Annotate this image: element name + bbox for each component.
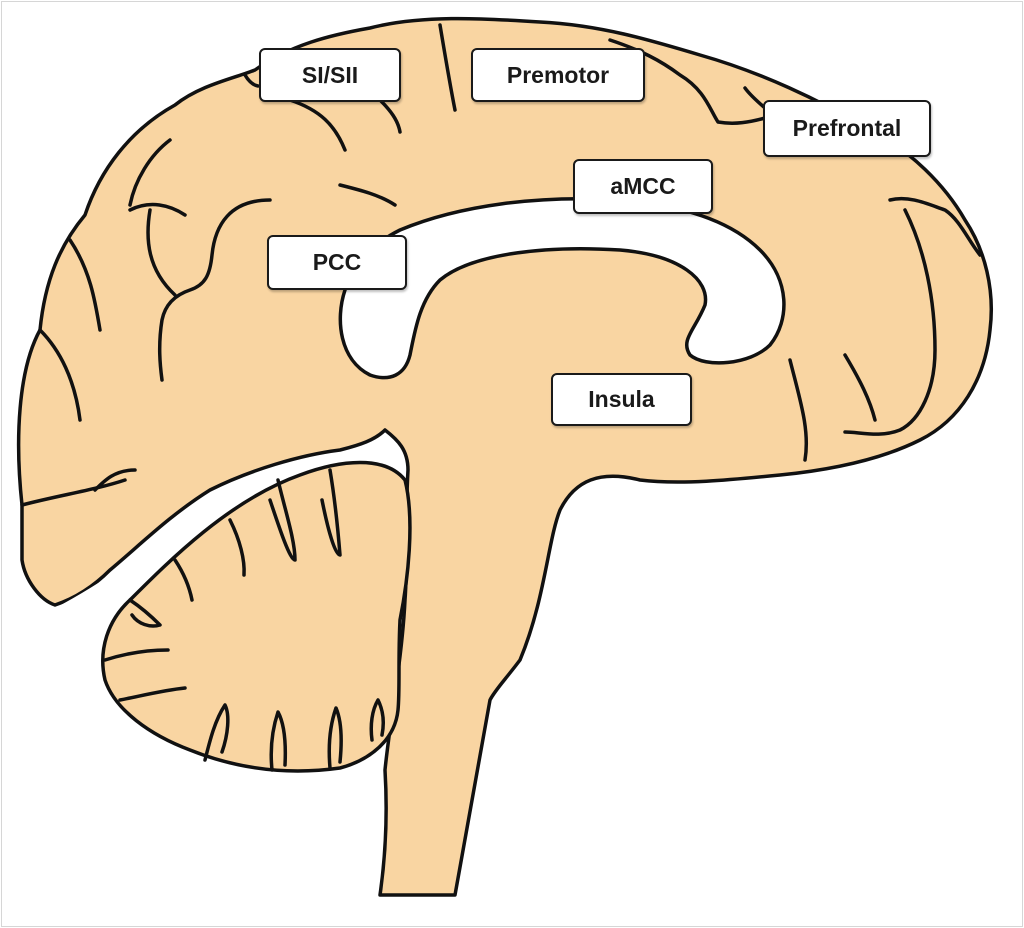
label-insula: Insula [551, 373, 692, 426]
label-pcc: PCC [267, 235, 407, 290]
label-premotor: Premotor [471, 48, 645, 102]
label-amcc: aMCC [573, 159, 713, 214]
tentorium-gap [55, 453, 406, 608]
label-si-sii: SI/SII [259, 48, 401, 102]
corpus-callosum [338, 197, 786, 380]
label-prefrontal: Prefrontal [763, 100, 931, 157]
sulci [20, 23, 982, 772]
